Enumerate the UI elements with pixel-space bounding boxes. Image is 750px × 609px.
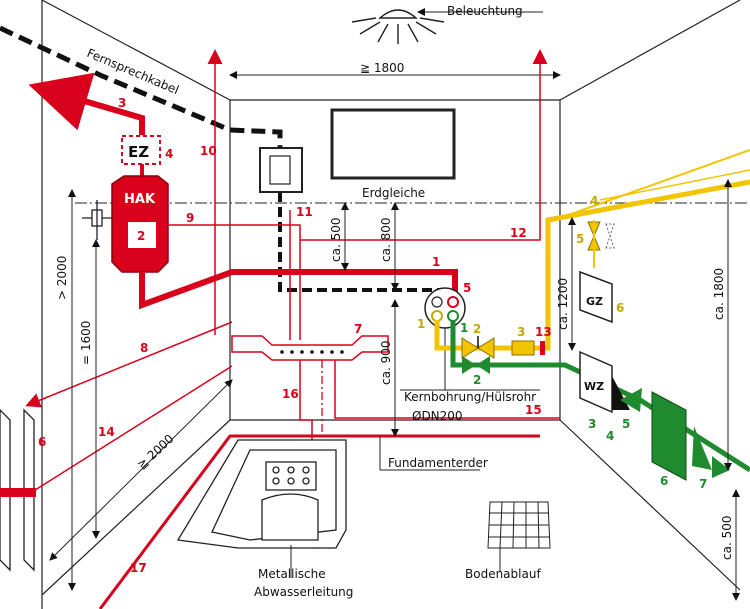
- dim-2000-floor: ≧ 2000: [134, 432, 176, 473]
- label-erdgleiche: Erdgleiche: [362, 186, 425, 200]
- label-fernsprechkabel: Fernsprechkabel: [85, 46, 181, 97]
- gas-filter: [511, 340, 535, 356]
- num-2-green: 2: [473, 373, 481, 387]
- water-valve-icon: [462, 356, 490, 374]
- gas-shutoff-icon: [587, 220, 615, 268]
- label-fundamenterder: Fundamenterder: [388, 456, 488, 470]
- num-1-yellow: 1: [417, 317, 425, 331]
- dim-1200: ca. 1200: [556, 278, 570, 330]
- num-5-yellow: 5: [576, 232, 584, 246]
- dim-1800-top: ≧ 1800: [360, 61, 404, 75]
- dim-1800-right: ca. 1800: [712, 268, 726, 320]
- potential-bar: [231, 335, 389, 361]
- num-15: 15: [525, 403, 542, 417]
- num-6-yellow: 6: [616, 301, 624, 315]
- gz-meter: [579, 270, 613, 324]
- num-3-yellow: 3: [517, 325, 525, 339]
- water-filter: [651, 391, 687, 481]
- num-7-red: 7: [354, 322, 362, 336]
- back-window: [330, 108, 456, 180]
- num-6-green: 6: [660, 474, 668, 488]
- gz-label: GZ: [586, 295, 603, 308]
- num-12: 12: [510, 226, 527, 240]
- num-8: 8: [140, 341, 148, 355]
- dim-900: ca. 900: [379, 341, 393, 385]
- num-4-green: 4: [606, 429, 614, 443]
- room-outline: [41, 0, 741, 609]
- dim-800: ca. 800: [379, 218, 393, 262]
- dim-500: ca. 500: [329, 218, 343, 262]
- num-4-yellow: 4: [590, 194, 598, 208]
- label-beleuchtung: Beleuchtung: [447, 4, 523, 18]
- label-abwasserleitung: Abwasserleitung: [254, 585, 353, 599]
- num-10: 10: [200, 144, 217, 158]
- num-5-green: 5: [622, 417, 630, 431]
- wz-label: WZ: [584, 380, 604, 393]
- num-1-green: 1: [460, 321, 468, 335]
- num-3: 3: [118, 96, 126, 110]
- num-16: 16: [282, 387, 299, 401]
- label-bodenablauf: Bodenablauf: [465, 567, 541, 581]
- num-2-hak: 2: [137, 229, 145, 243]
- num-7-green: 7: [699, 477, 707, 491]
- hak-label: HAK: [124, 192, 156, 207]
- dim-1600: = 1600: [79, 321, 93, 365]
- num-3-green: 3: [588, 417, 596, 431]
- num-11: 11: [296, 205, 313, 219]
- num-9: 9: [186, 211, 194, 225]
- num-13: 13: [535, 325, 552, 339]
- num-4-red: 4: [165, 147, 173, 161]
- floor-drain-grid: [487, 501, 551, 549]
- label-metallische: Metallische: [258, 567, 326, 581]
- num-2-yellow: 2: [473, 322, 481, 336]
- lamp-icon: [351, 9, 445, 44]
- num-14: 14: [98, 425, 115, 439]
- dim-500-right: ca. 500: [720, 516, 734, 560]
- num-1-red: 1: [432, 255, 440, 269]
- num-5-red: 5: [463, 281, 471, 295]
- dim-2000-left: > 2000: [55, 256, 69, 300]
- wall-entry-plate: [424, 287, 466, 329]
- wall-bracket-icon: [82, 200, 112, 240]
- label-kernbohrung: Kernbohrung/Hülsrohr: [404, 390, 536, 404]
- gas-valve-icon: [461, 336, 495, 359]
- num-17: 17: [130, 561, 147, 575]
- drain-opening: [176, 439, 347, 549]
- ez-label: EZ: [128, 143, 149, 161]
- label-dn200: ØDN200: [412, 409, 463, 423]
- num-6-red: 6: [38, 435, 46, 449]
- wz-meter: [579, 350, 613, 414]
